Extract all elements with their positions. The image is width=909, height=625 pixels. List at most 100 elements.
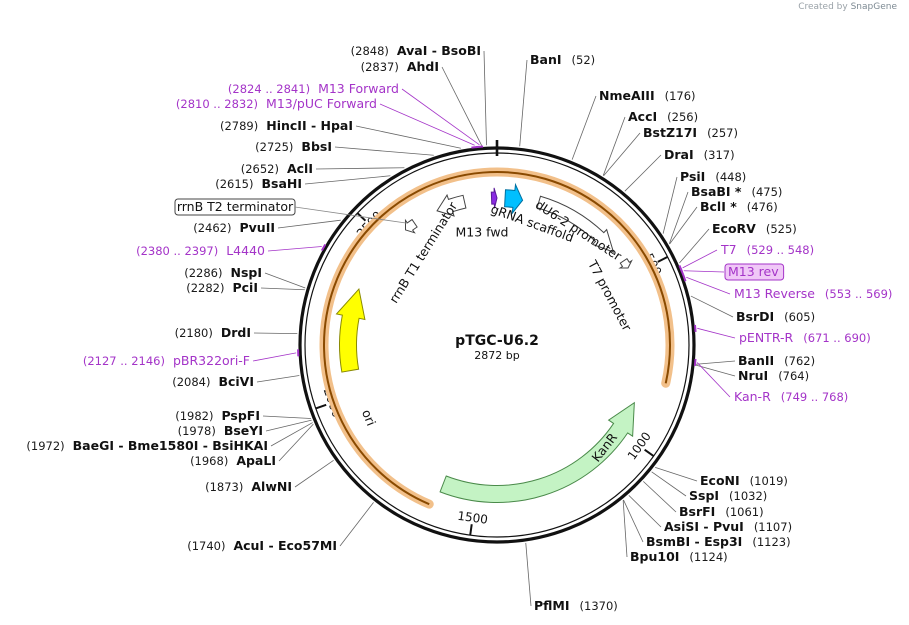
enzyme-site[interactable]: AclI(2652): [241, 161, 313, 176]
primer-position: (2127 .. 2146): [83, 354, 165, 368]
enzyme-site[interactable]: AccI(256): [628, 109, 698, 124]
leader-line: [315, 167, 405, 170]
enzyme-site[interactable]: BsmBI - Esp3I(1123): [646, 534, 791, 549]
enzyme-position: (176): [665, 89, 696, 103]
leader-line: [264, 272, 306, 289]
enzyme-site[interactable]: BaeGI - Bme1580I - BsiHKAI(1972): [26, 438, 268, 453]
enzyme-site[interactable]: HincII - HpaI(2789): [220, 118, 353, 133]
primer-position: (2380 .. 2397): [136, 244, 218, 258]
primer-position: (529 .. 548): [747, 243, 815, 257]
primer-name: pBR322ori-F: [173, 353, 250, 368]
feature-arrow-m13-fwd[interactable]: [490, 187, 498, 209]
tick-mark: [644, 448, 655, 457]
primer-site[interactable]: M13/pUC Forward(2810 .. 2832): [176, 96, 377, 111]
enzyme-site[interactable]: AvaI - BsoBI(2848): [351, 43, 481, 58]
enzyme-name: AhdI: [407, 59, 439, 74]
enzyme-site[interactable]: EcoNI(1019): [700, 473, 788, 488]
primer-name: M13 Forward: [318, 81, 399, 96]
enzyme-site[interactable]: AsiSI - PvuI(1107): [664, 519, 792, 534]
enzyme-site[interactable]: BstZ17I(257): [643, 125, 738, 140]
primer-mark: [679, 267, 685, 276]
leader-line: [690, 295, 734, 318]
plasmid-size: 2872 bp: [474, 349, 519, 362]
leader-line: [571, 95, 597, 160]
enzyme-name: BbsI: [301, 139, 332, 154]
enzyme-site[interactable]: BsaBI *(475): [691, 184, 782, 199]
enzyme-site[interactable]: BanII(762): [738, 353, 815, 368]
enzyme-position: (2725): [255, 140, 293, 154]
enzyme-name: PspFI: [221, 408, 260, 423]
feature-arrow-du6-2-promoter[interactable]: [536, 195, 615, 253]
primer-site[interactable]: M13 Forward(2824 .. 2841): [228, 81, 399, 96]
enzyme-site[interactable]: NspI (2286): [184, 265, 262, 280]
leader-line: [662, 176, 678, 234]
feature-arrow-rrnb-t2-terminator[interactable]: [404, 218, 418, 234]
leader-line: [655, 467, 698, 482]
primer-position: (553 .. 569): [825, 287, 893, 301]
enzyme-site[interactable]: DrdI(2180): [175, 325, 251, 340]
enzyme-position: (1370): [580, 599, 618, 613]
primer-site[interactable]: Kan-R(749 .. 768): [734, 389, 848, 404]
primer-site[interactable]: M13 rev: [724, 263, 785, 281]
enzyme-site[interactable]: AlwNI(1873): [205, 479, 292, 494]
feature-arrow-t7-promoter[interactable]: [618, 257, 633, 269]
enzyme-site[interactable]: EcoRV(525): [712, 221, 797, 236]
primer-name: M13/pUC Forward: [266, 96, 377, 111]
feature-arrow-grna-scaffold[interactable]: [504, 182, 524, 216]
leader-line: [294, 206, 408, 224]
leader-line: [401, 88, 480, 146]
enzyme-site[interactable]: DraI(317): [664, 147, 735, 162]
plasmid-name: pTGC-U6.2: [455, 333, 539, 349]
enzyme-site[interactable]: BclI *(476): [700, 199, 778, 214]
primer-site[interactable]: L4440 (2380 .. 2397): [136, 243, 265, 258]
enzyme-name: BanII: [738, 353, 774, 368]
enzyme-site[interactable]: PflMI(1370): [534, 598, 618, 613]
leader-line: [277, 219, 341, 229]
enzyme-site[interactable]: PvuII(2462): [193, 220, 275, 235]
enzyme-site[interactable]: BbsI (2725): [255, 139, 332, 154]
primer-site[interactable]: T7(529 .. 548): [720, 242, 814, 257]
feature-arrow-rrnb-t1-terminator[interactable]: [436, 193, 467, 217]
leader-line: [262, 415, 312, 419]
leader-line: [355, 125, 461, 149]
enzyme-name: NmeAIII: [599, 88, 655, 103]
credit: Created by SnapGene: [798, 2, 897, 12]
enzyme-name: PciI: [232, 280, 258, 295]
enzyme-site[interactable]: BciVI(2084): [172, 374, 254, 389]
enzyme-site[interactable]: BseYI(1978): [178, 423, 263, 438]
enzyme-site[interactable]: PspFI(1982): [175, 408, 260, 423]
primer-mark: [682, 274, 687, 282]
primer-name: L4440: [226, 243, 265, 258]
leader-line: [643, 481, 677, 513]
enzyme-site[interactable]: PsiI(448): [680, 169, 746, 184]
enzyme-site[interactable]: NmeAIII (176): [599, 88, 696, 103]
enzyme-position: (2286): [184, 266, 222, 280]
enzyme-site[interactable]: AhdI(2837): [361, 59, 439, 74]
enzyme-position: (1968): [190, 454, 228, 468]
enzyme-position: (52): [572, 53, 596, 67]
enzyme-site[interactable]: AcuI - Eco57MI(1740): [187, 538, 337, 553]
enzyme-name: AclI: [287, 161, 313, 176]
enzyme-name: NruI: [738, 368, 768, 383]
enzyme-site[interactable]: PciI(2282): [186, 280, 258, 295]
enzyme-site[interactable]: BanI(52): [530, 52, 595, 67]
feature-arrow-ori[interactable]: [335, 287, 366, 373]
enzyme-site[interactable]: BsrDI(605): [736, 309, 815, 324]
primer-site[interactable]: M13 Reverse(553 .. 569): [734, 286, 892, 301]
leader-line: [697, 327, 736, 339]
feature-arrow-kanr[interactable]: [439, 401, 635, 503]
primer-site[interactable]: pENTR-R(671 .. 690): [739, 330, 871, 345]
enzyme-site[interactable]: BsaHI(2615): [215, 176, 302, 191]
enzyme-site[interactable]: NruI(764): [738, 368, 809, 383]
enzyme-site[interactable]: SspI(1032): [689, 488, 767, 503]
leader-line: [267, 246, 322, 252]
enzyme-name: NspI: [230, 265, 262, 280]
enzyme-name: BsrDI: [736, 309, 774, 324]
primer-site[interactable]: pBR322ori-F (2127 .. 2146): [83, 353, 250, 368]
enzyme-name: BsmBI - Esp3I: [646, 534, 742, 549]
enzyme-position: (476): [747, 200, 778, 214]
enzyme-site[interactable]: BsrFI(1061): [679, 504, 764, 519]
enzyme-site[interactable]: ApaLI(1968): [190, 453, 276, 468]
enzyme-site[interactable]: Bpu10I(1124): [630, 549, 728, 564]
